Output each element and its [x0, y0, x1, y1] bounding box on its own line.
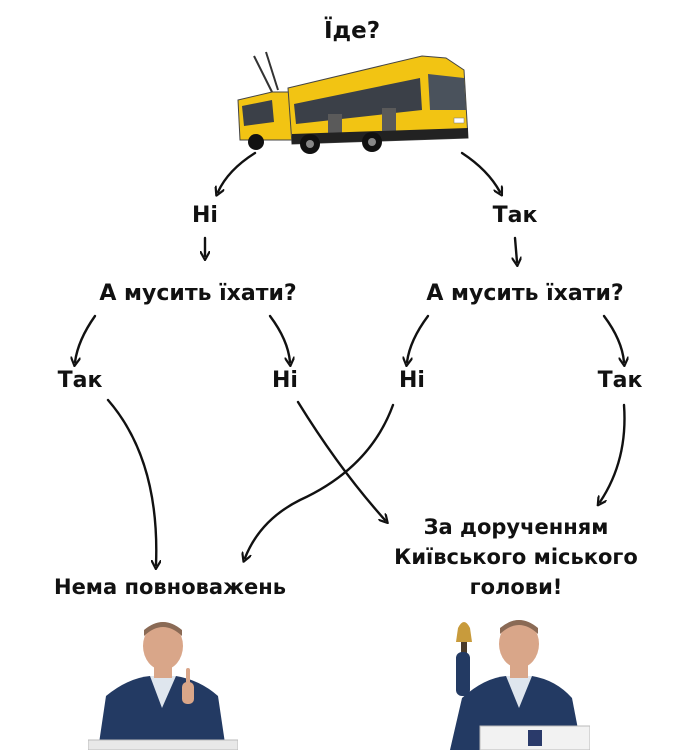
arrow-left-yes-to-no-authority [106, 398, 156, 565]
trolleybus-image [237, 51, 469, 154]
person-left-image [88, 622, 238, 750]
outcome-by-order: За дорученням Київського міського голови… [394, 512, 638, 602]
outcome-by-order-line1: За дорученням [423, 515, 609, 539]
arrow-right-yes-to-by-order [600, 403, 626, 502]
outcome-by-order-line3: голови! [469, 575, 563, 599]
leaf-right-yes: Так [597, 368, 643, 393]
arrow-root-to-yes [460, 151, 500, 192]
leaf-left-no: Ні [272, 368, 298, 393]
root-question: Їде? [323, 18, 381, 44]
outcome-by-order-line2: Київського міського [394, 545, 638, 569]
person-right-image [450, 620, 590, 750]
question-right: А мусить їхати? [426, 281, 624, 306]
leaf-left-yes: Так [57, 368, 103, 393]
question-left: А мусить їхати? [99, 281, 297, 306]
arrow-rq-to-yes [602, 314, 624, 362]
arrow-right-no-to-no-authority [245, 403, 395, 558]
branch-no-label: Ні [192, 203, 218, 228]
arrow-rq-to-no [407, 314, 430, 362]
leaf-right-no: Ні [399, 368, 425, 393]
arrow-lq-to-no [268, 314, 290, 362]
arrow-root-to-no [218, 151, 257, 192]
arrow-left-no-to-by-order [296, 400, 385, 520]
branch-yes-label: Так [492, 203, 538, 228]
arrow-yes-to-question [515, 236, 517, 262]
arrow-lq-to-yes [75, 314, 97, 362]
outcome-no-authority: Нема повноважень [53, 575, 287, 599]
